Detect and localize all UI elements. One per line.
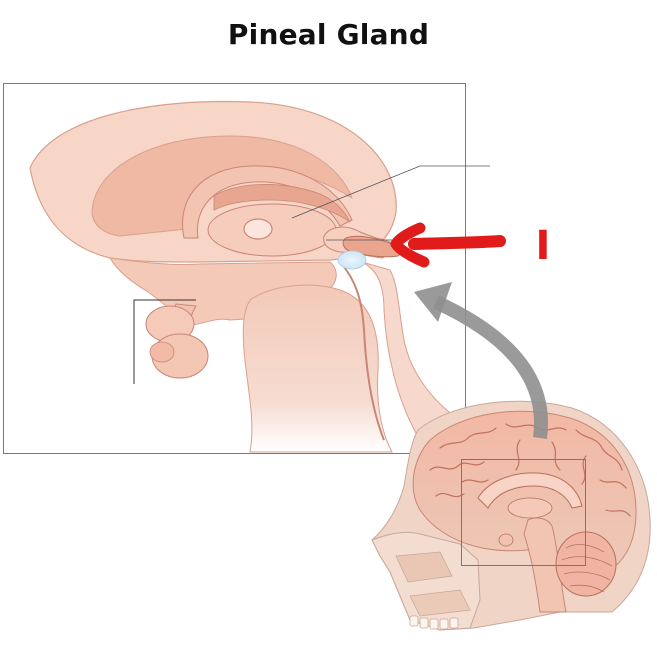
head-sagittal-view: [371, 400, 651, 631]
brain-gyri: [429, 423, 631, 517]
head-pituitary: [498, 533, 514, 547]
head-zoom-box: [461, 459, 586, 566]
leader-line-left: [133, 299, 196, 384]
leader-line-top: [291, 165, 421, 219]
zoomed-brain-section: [29, 100, 490, 453]
brainstem: [242, 284, 393, 453]
cerebellum-folia: [561, 544, 613, 593]
head-corpus-callosum: [477, 472, 583, 509]
fornix-arch: [182, 165, 353, 239]
mouth-cavity: [409, 589, 471, 617]
gray-curved-arrow-icon: [414, 282, 548, 439]
pituitary-posterior: [149, 341, 175, 363]
head-thalamus: [507, 497, 553, 519]
diagram-title: Pineal Gland: [227, 18, 430, 51]
interthalamic-adhesion: [243, 218, 273, 240]
posterior-commissure: [337, 250, 367, 270]
teeth: [409, 615, 459, 630]
callosum-texture: [213, 184, 351, 223]
nasal-cavity: [395, 551, 453, 583]
label-marker-text: I: [535, 223, 551, 269]
aqueduct-line: [339, 261, 385, 441]
red-pointer-arrow-icon: [390, 222, 506, 268]
